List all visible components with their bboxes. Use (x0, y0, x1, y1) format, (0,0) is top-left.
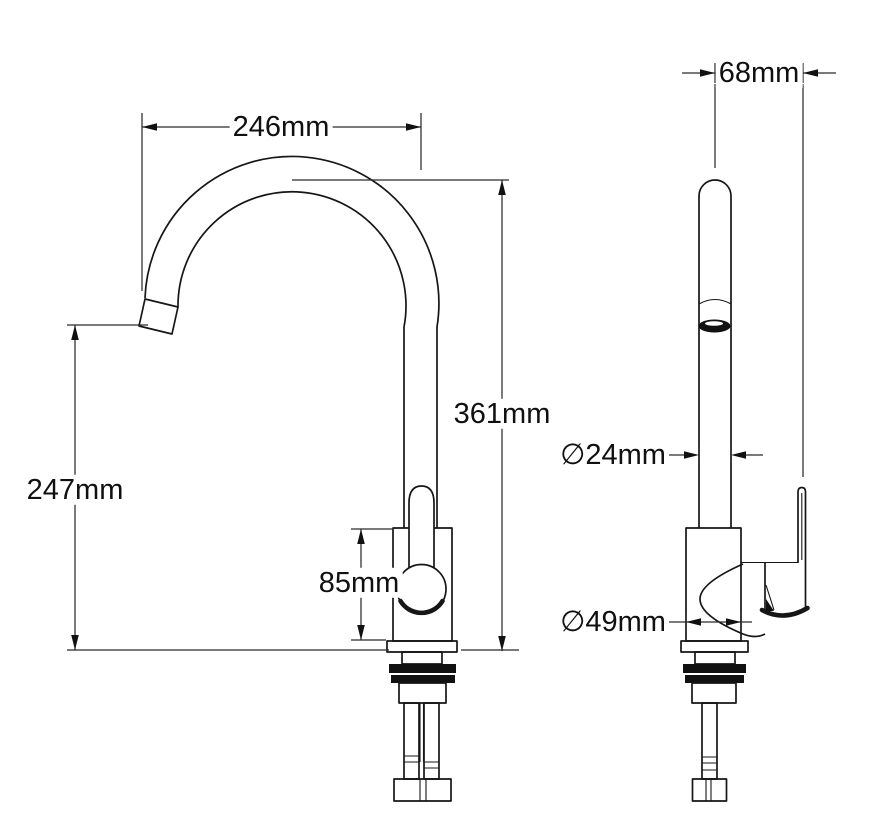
handle-base-bottom (759, 605, 810, 618)
cartridge-dome (699, 563, 766, 638)
tube-bands (404, 755, 439, 769)
arrow-left-icon (142, 123, 157, 131)
aerator-joint-line (698, 298, 732, 305)
dimension-base-diameter (663, 612, 752, 632)
handle-ball-shadow (398, 598, 445, 616)
side-view-faucet (138, 155, 458, 802)
arrow-down-icon (498, 636, 506, 651)
arrow-left-icon (731, 451, 746, 459)
dimension-body-height (351, 528, 392, 641)
arrow-right-icon (684, 451, 699, 459)
arrow-left-icon (803, 69, 818, 77)
handle-shadow-wedge (766, 599, 774, 611)
dimension-label-base-diameter: ∅49mm (557, 606, 669, 637)
rubber-gasket (685, 675, 744, 683)
base-flange (386, 640, 458, 653)
rubber-gasket (683, 664, 746, 673)
dimension-label-outlet-height: 247mm (23, 474, 127, 505)
base-neck (401, 651, 443, 665)
mounting-cylinder (691, 682, 737, 704)
base-neck (694, 651, 736, 665)
spout-inner-curve (177, 190, 407, 528)
dimension-label-overall-height: 361mm (450, 398, 554, 429)
spout-nozzle (138, 298, 179, 335)
arrow-up-icon (357, 529, 365, 544)
spout-outer-curve (144, 155, 440, 528)
arrow-down-icon (357, 625, 365, 640)
rubber-gasket (391, 675, 455, 683)
rubber-gasket (389, 664, 456, 673)
dimension-pipe-diameter (663, 446, 763, 464)
nut-facets (419, 779, 427, 801)
shank-bands (702, 756, 717, 771)
arrow-right-icon (406, 123, 421, 131)
dimension-handle-offset (682, 63, 836, 477)
aerator-highlight (705, 321, 723, 326)
handle-crease (765, 584, 775, 611)
dimension-label-pipe-diameter: ∅24mm (557, 439, 669, 470)
dimension-label-body-height: 85mm (315, 567, 403, 598)
arrow-right-icon (700, 69, 715, 77)
handle-base-edges (764, 563, 807, 611)
arrow-down-icon (71, 635, 79, 650)
nut-facets (705, 779, 712, 801)
handle-lever (408, 485, 435, 570)
dimension-label-spout-reach: 246mm (229, 111, 333, 142)
arrow-up-icon (498, 180, 506, 195)
supply-tube (403, 702, 420, 780)
base-flange (680, 640, 749, 653)
arrow-left-icon (686, 618, 701, 626)
mounting-nut (393, 778, 452, 802)
threaded-shank (701, 702, 718, 780)
spout-pipe (698, 179, 732, 528)
threaded-stud (419, 703, 425, 762)
mounting-nut (691, 778, 728, 802)
mounting-cylinder (398, 682, 447, 704)
dimension-label-handle-offset: 68mm (715, 57, 803, 88)
arrow-up-icon (71, 325, 79, 340)
arrow-right-icon (726, 618, 741, 626)
front-view-faucet (680, 179, 810, 802)
